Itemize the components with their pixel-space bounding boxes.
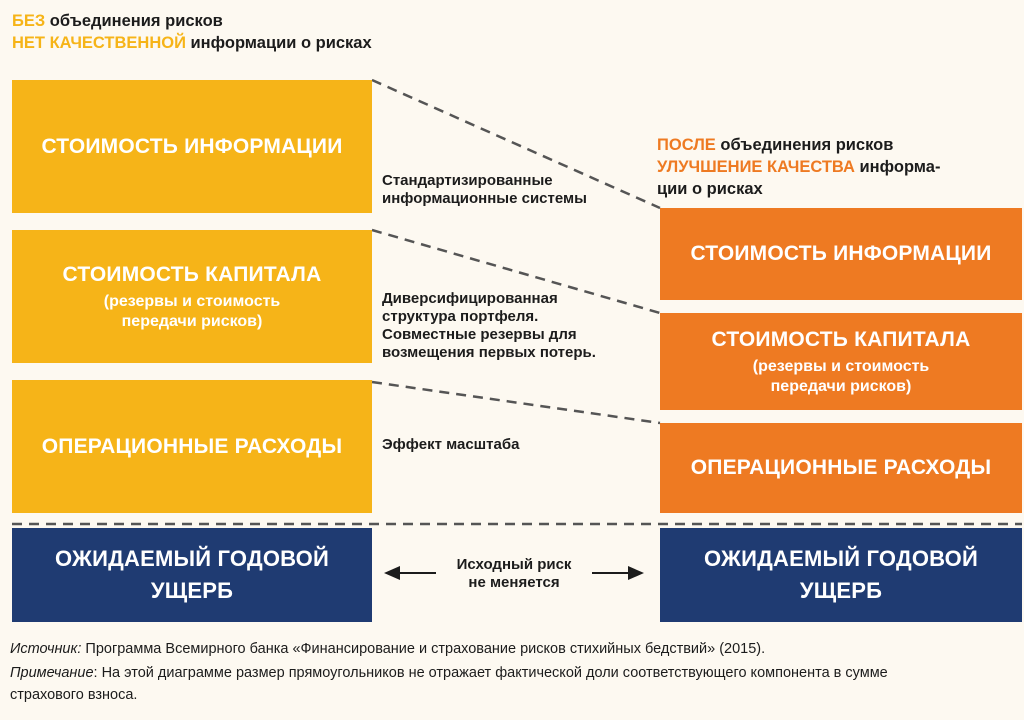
- right-box-operating-expenses: ОПЕРАЦИОННЫЕ РАСХОДЫ: [660, 423, 1022, 513]
- note-capital: Диверсифицированная структура портфеля. …: [382, 290, 596, 361]
- note-info: Стандартизированные информационные систе…: [382, 172, 587, 207]
- footer-note: Примечание: На этой диаграмме размер пря…: [10, 665, 888, 703]
- after-heading: ПОСЛЕ объединения рисков УЛУЧШЕНИЕ КАЧЕС…: [657, 134, 1017, 200]
- connector-info: [371, 78, 661, 210]
- connector-opex: [371, 380, 661, 425]
- left-box-info-cost: СТОИМОСТЬ ИНФОРМАЦИИ: [12, 80, 372, 213]
- right-box-capital-cost: СТОИМОСТЬ КАПИТАЛА (резервы и стоимость …: [660, 313, 1022, 410]
- before-heading-line1: БЕЗ объединения рисков: [12, 12, 223, 30]
- footer-source: Источник: Программа Всемирного банка «Фи…: [10, 641, 766, 657]
- note-baseline-risk: Исходный риск не меняется: [456, 556, 572, 591]
- left-box-capital-cost: СТОИМОСТЬ КАПИТАЛА (резервы и стоимость …: [12, 230, 372, 363]
- after-heading-line2: УЛУЧШЕНИЕ КАЧЕСТВА информа-: [657, 158, 941, 176]
- right-box-info-cost: СТОИМОСТЬ ИНФОРМАЦИИ: [660, 208, 1022, 300]
- after-heading-line1: ПОСЛЕ объединения рисков: [657, 136, 894, 154]
- before-heading-line2: НЕТ КАЧЕСТВЕННОЙ информации о рисках: [12, 34, 372, 52]
- before-heading: БЕЗ объединения рисков НЕТ КАЧЕСТВЕННОЙ …: [12, 10, 482, 54]
- note-opex: Эффект масштаба: [382, 436, 520, 453]
- after-heading-line3: ции о рисках: [657, 180, 763, 198]
- right-box-expected-loss: ОЖИДАЕМЫЙ ГОДОВОЙ УЩЕРБ: [660, 528, 1022, 622]
- arrow-label-background: [436, 555, 592, 597]
- left-box-operating-expenses: ОПЕРАЦИОННЫЕ РАСХОДЫ: [12, 380, 372, 513]
- left-box-expected-loss: ОЖИДАЕМЫЙ ГОДОВОЙ УЩЕРБ: [12, 528, 372, 622]
